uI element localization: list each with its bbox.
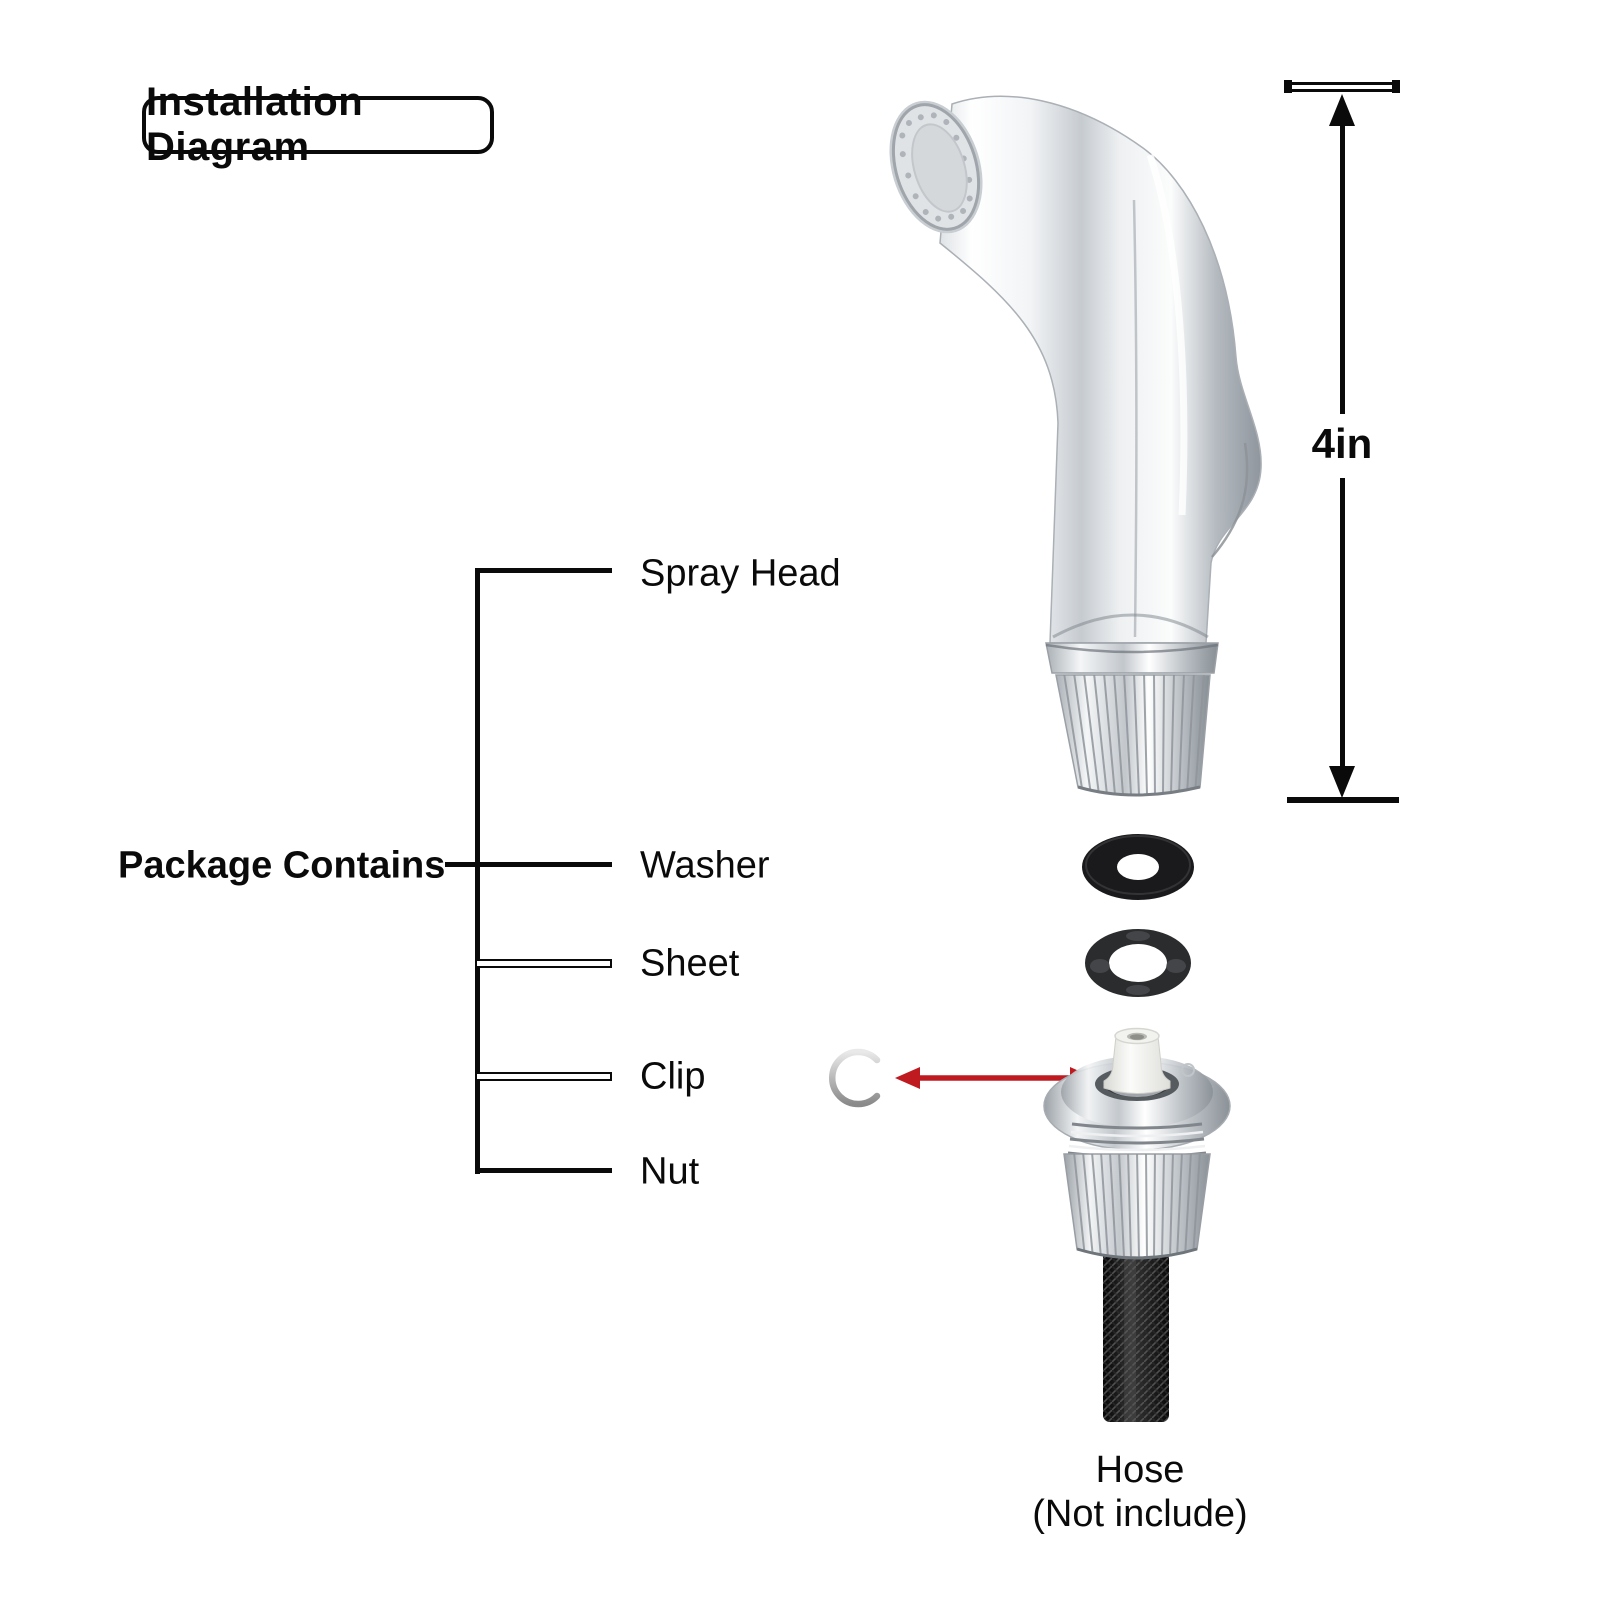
spray-head-grip [1055,674,1211,796]
washer-callout-line [445,862,612,867]
nut-callout-line [475,1168,612,1173]
cup-bottom-edge [1076,1247,1198,1260]
hose-caption: Hose (Not include) [990,1448,1290,1536]
sheet-photo [1085,929,1191,997]
package-contains-label: Package Contains [118,844,446,887]
dim-top-cap-line-2 [1288,89,1396,92]
spray-head-body [939,95,1262,644]
sheet-tabs [1090,931,1186,995]
grip-ribs [1063,675,1205,795]
nozzle-face [889,100,983,234]
spray-head-callout-line [475,568,612,573]
nut-photo [1043,1027,1231,1422]
handle-shadow-line [1052,613,1209,639]
dim-shaft-upper [1340,120,1345,414]
dim-top-cap-left-end [1284,80,1292,93]
collar-seam [1045,643,1219,654]
hose-caption-note: (Not include) [1032,1493,1248,1535]
spray-head-crease [1132,199,1138,638]
clip-c-ring [828,1048,881,1108]
dim-shaft-lower [1340,478,1345,772]
washer-sheen [1085,835,1191,895]
label-clip: Clip [640,1055,706,1098]
dim-value: 4in [1311,420,1373,467]
nut-cup-ribs [1073,1154,1201,1257]
washer-ring [1082,834,1194,900]
spray-head-photo [889,95,1262,797]
grip-bottom-edge [1077,785,1201,797]
spray-head-highlight [1146,153,1188,516]
label-nut: Nut [640,1150,700,1193]
bracket-vertical-line [475,568,480,1174]
nozzle-center-disc [911,123,968,213]
clip-photo [828,1048,881,1108]
label-sheet: Sheet [640,942,740,985]
arrow-head-left [895,1067,920,1089]
sheet-ring [1085,929,1191,997]
flange-detail-hole [1181,1063,1195,1077]
clip-callout-line [475,1072,612,1081]
hose-photo [1103,1241,1169,1422]
trigger-crease [1211,442,1249,558]
nut-white-stem [1103,1027,1171,1094]
label-spray-head: Spray Head [640,552,841,595]
dim-arrowhead-down [1329,766,1355,798]
nozzle-spray-holes [899,112,973,222]
dim-top-cap-right-end [1392,80,1400,93]
dim-bottom-cap-line [1287,797,1399,803]
sheet-callout-line [475,959,612,968]
diagram-title: Installation Diagram [146,80,364,169]
diagram-title-box: Installation Diagram [142,80,494,169]
label-washer: Washer [640,844,770,887]
dim-top-cap-line-1 [1288,82,1396,85]
hose-caption-name: Hose [1095,1449,1185,1491]
washer-photo [1082,834,1194,900]
